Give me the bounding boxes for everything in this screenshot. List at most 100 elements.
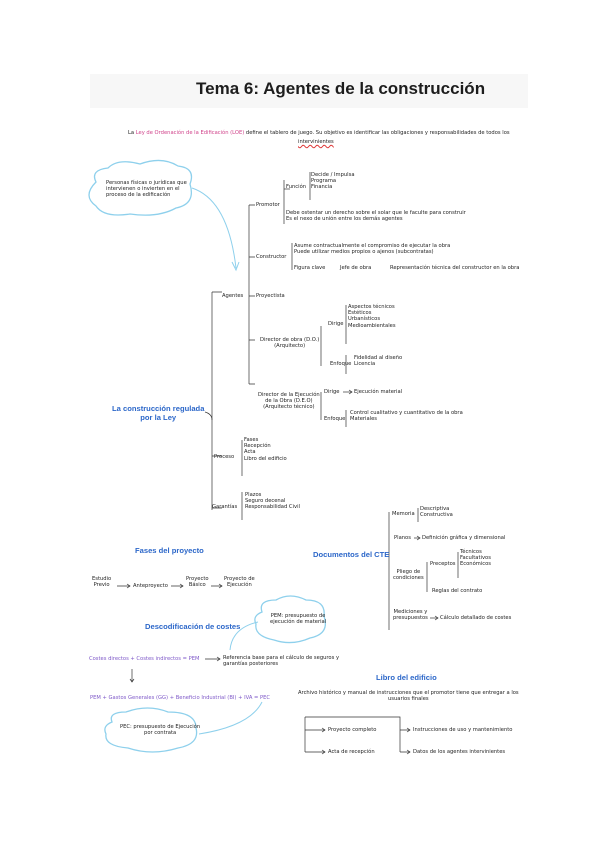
fase-line: Proyecto de	[224, 576, 255, 582]
dirige-item: Estéticos	[348, 310, 372, 317]
fase-step: Anteproyecto	[133, 583, 168, 589]
cloud-line: proceso de la edificación	[106, 192, 171, 199]
cloud-pem: PEM: presupuesto de ejecución de materia…	[270, 613, 326, 625]
funcion-item: Financia	[311, 184, 333, 191]
enfoque-item: Licencia	[354, 361, 376, 368]
mediciones-item: Cálculo detallado de costes	[440, 615, 512, 621]
precepto-item: Económicos	[460, 561, 491, 568]
cloud-pem-line: PEM: presupuesto de	[270, 613, 326, 619]
figura-label: Figura clave	[294, 265, 326, 271]
cloud-line: intervienen o invierten en el	[106, 186, 180, 193]
pliego-line: Pliego de	[396, 569, 421, 575]
garantias-list: Plazos Seguro decenal Responsabilidad Ci…	[245, 492, 300, 511]
proceso-item: Recepción	[244, 443, 271, 450]
pliego-label: Pliego de condiciones	[393, 569, 424, 581]
director-obra-line: Director de obra (D.O.)	[260, 337, 320, 343]
representacion-label: Representación técnica del constructor e…	[390, 265, 520, 271]
fase-step: Proyecto de Ejecución	[224, 576, 255, 588]
fase-line: Proyecto	[186, 576, 209, 582]
dirige-item: Aspectos técnicos	[348, 304, 395, 310]
intro-continuation: intervinientes	[298, 139, 334, 145]
garantias-label: Garantías	[212, 504, 238, 510]
funcion-item: Decide / Impulsa	[311, 172, 355, 178]
director-ejecucion-line: Director de la Ejecución	[258, 392, 320, 398]
proceso-item: Fases	[244, 437, 259, 443]
cloud-line: Personas físicas o jurídicas que	[106, 180, 187, 186]
director-obra-line: (Arquitecto)	[274, 343, 306, 350]
enfoque-list: Fidelidad al diseño Licencia	[354, 355, 402, 367]
page-title: Tema 6: Agentes de la construcción	[196, 79, 486, 98]
central-line: La construcción regulada	[112, 404, 205, 413]
libro-item: Instrucciones de uso y mantenimiento	[413, 727, 513, 733]
director-ejecucion: Director de la Ejecución de la Obra (D.E…	[258, 392, 320, 411]
funcion-label: Función	[286, 184, 307, 190]
promotor-lines: Debe ostentar un derecho sobre el solar …	[286, 210, 466, 222]
planos-label: Planos	[394, 535, 411, 541]
constructor-line: Asume contractualmente el compromiso de …	[294, 243, 451, 249]
enfoque2-item: Materiales	[350, 416, 377, 423]
garantia-item: Seguro decenal	[245, 498, 286, 505]
memoria-label: Memoria	[392, 511, 415, 517]
central-line: por la Ley	[140, 413, 177, 422]
proceso-item: Acta	[244, 449, 256, 456]
promotor-label: Promotor	[256, 202, 280, 208]
libro-item: Proyecto completo	[328, 727, 377, 733]
cloud-pem-line: ejecución de material	[270, 619, 327, 626]
memoria-item: Descriptiva	[420, 506, 450, 512]
director-obra: Director de obra (D.O.) (Arquitecto)	[260, 337, 319, 349]
memoria-list: Descriptiva Constructiva	[420, 506, 453, 518]
promotor-line: Debe ostentar un derecho sobre el solar …	[286, 210, 466, 216]
enfoque2-list: Control cualitativo y cuantitativo de la…	[350, 410, 463, 422]
director-ejecucion-line: de la Obra (D.E.O)	[265, 398, 313, 405]
dirige2-label: Dirige	[324, 389, 340, 395]
reglas-label: Reglas del contrato	[432, 588, 483, 594]
fase-step: Proyecto Básico	[186, 576, 209, 588]
central-topic: La construcción regulada por la Ley	[112, 404, 204, 422]
fase-step: Estudio Previo	[92, 576, 111, 588]
constructor-lines: Asume contractualmente el compromiso de …	[294, 243, 450, 255]
cloud-pec-line: por contrata	[144, 730, 177, 737]
libro-item: Acta de recepción	[328, 749, 375, 755]
libro-item: Datos de los agentes intervinientes	[413, 749, 506, 755]
precepto-item: Facultativos	[460, 555, 491, 562]
costes-ref: Referencia base para el cálculo de segur…	[223, 655, 339, 667]
agentes-label: Agentes	[222, 293, 244, 299]
formula-pec: PEM + Gastos Generales (GG) + Beneficio …	[90, 695, 270, 701]
enfoque2-item: Control cualitativo y cuantitativo de la…	[350, 410, 463, 416]
dirige-label: Dirige	[328, 321, 344, 327]
libro-title: Libro del edificio	[376, 673, 437, 682]
formula-pem: Costes directos + Costes indirectos = PE…	[89, 656, 200, 662]
intro-text: La Ley de Ordenación de la Edificación (…	[128, 130, 510, 136]
costes-ref-line: Referencia base para el cálculo de segur…	[223, 655, 340, 661]
enfoque-item: Fidelidad al diseño	[354, 355, 403, 361]
costes-ref-line: garantías posteriores	[223, 661, 279, 668]
dirige-item: Medioambientales	[348, 322, 396, 329]
intro-body: define el tablero de juego. Su objetivo …	[244, 130, 510, 136]
cloud-pec: PEC: presupuesto de Ejecución por contra…	[120, 724, 200, 736]
proceso-label: Proceso	[214, 454, 235, 460]
funciones-list: Decide / Impulsa Programa Financia	[311, 172, 355, 191]
loe-link: Ley de Ordenación de la Edificación (LOE…	[135, 130, 245, 136]
planos-item: Definición gráfica y dimensional	[422, 535, 506, 541]
constructor-line: Puede utilizar medios propios o ajenos (…	[294, 249, 434, 256]
enfoque-label: Enfoque	[330, 361, 352, 367]
garantia-item: Responsabilidad Civil	[245, 504, 300, 511]
fases-title: Fases del proyecto	[135, 546, 204, 555]
constructor-label: Constructor	[256, 254, 287, 260]
preceptos-label: Preceptos	[430, 561, 456, 567]
jefe-label: Jefe de obra	[340, 265, 372, 271]
enfoque2-label: Enfoque	[324, 416, 346, 422]
mediciones-line: presupuestos	[393, 615, 428, 622]
fase-line: Básico	[188, 582, 206, 589]
dirige-item: Urbanísticos	[348, 316, 381, 323]
cloud-pec-line: PEC: presupuesto de Ejecución	[120, 724, 201, 730]
formula-pec-text: PEM + Gastos Generales (GG) + Beneficio …	[90, 695, 271, 701]
preceptos-list: Técnicos Facultativos Económicos	[460, 549, 491, 568]
proceso-item: Libro del edificio	[244, 455, 287, 462]
cte-title: Documentos del CTE	[313, 550, 390, 559]
costes-title: Descodificación de costes	[145, 622, 241, 631]
dirige-list: Aspectos técnicos Estéticos Urbanísticos…	[348, 304, 396, 329]
fase-line: Previo	[93, 582, 110, 589]
intro-prefix: La	[128, 130, 136, 136]
